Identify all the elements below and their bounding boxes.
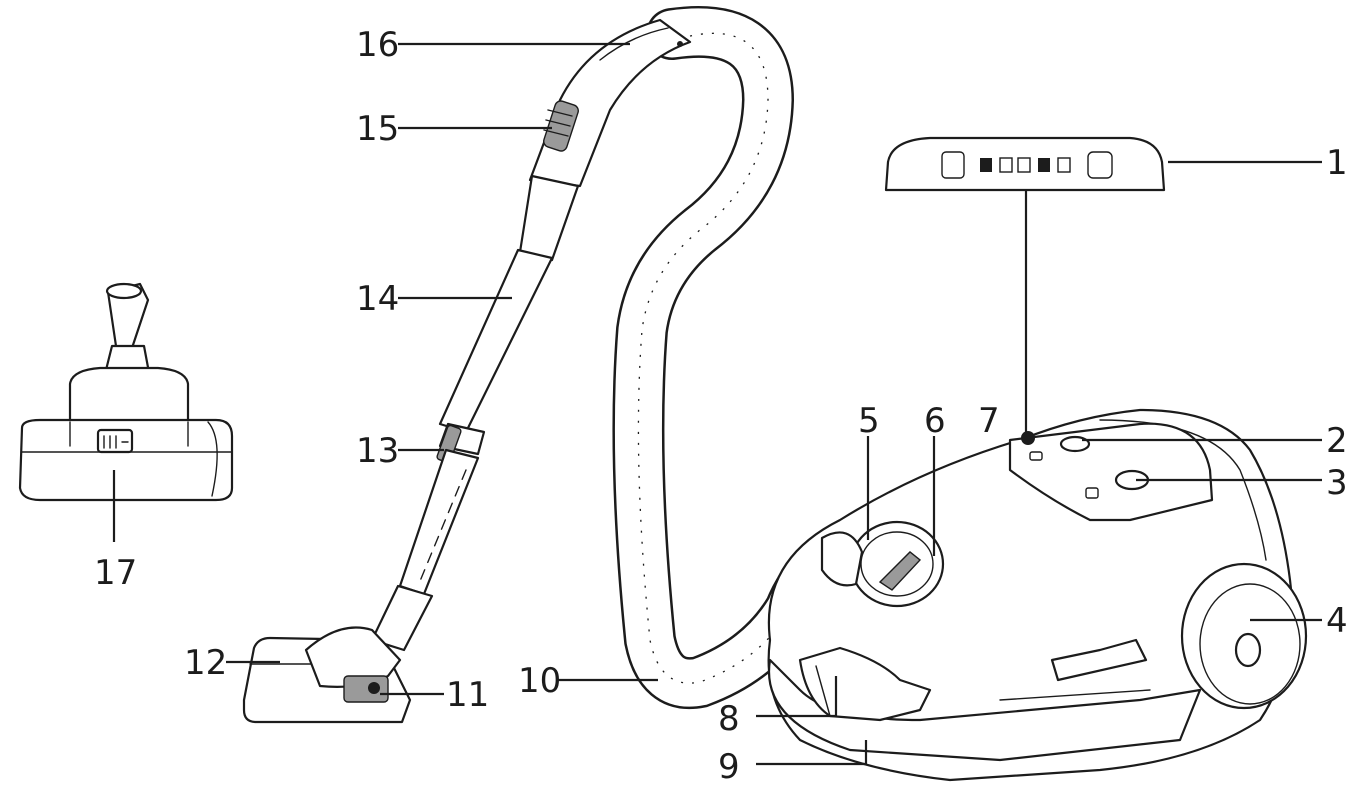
control-panel-detail (884, 136, 1166, 434)
callout-3: 3 (1326, 463, 1348, 503)
leader-lines (112, 42, 1322, 766)
callout-1: 1 (1326, 143, 1348, 183)
suction-regulator (543, 100, 579, 152)
callout-8: 8 (718, 699, 740, 739)
callout-5: 5 (858, 401, 880, 441)
callout-12: 12 (184, 643, 227, 683)
floor-nozzle (242, 626, 412, 724)
turbo-brush-accessory (18, 282, 234, 502)
callout-2: 2 (1326, 421, 1348, 461)
callout-10: 10 (518, 661, 561, 701)
callout-6: 6 (924, 401, 946, 441)
callout-4: 4 (1326, 601, 1348, 641)
callout-7: 7 (978, 401, 1000, 441)
callout-17: 17 (94, 553, 137, 593)
callout-16: 16 (356, 25, 399, 65)
callout-11: 11 (446, 675, 489, 715)
indicator-light (1021, 431, 1035, 445)
telescopic-tube (370, 174, 580, 652)
canister-body (767, 408, 1308, 782)
callout-13: 13 (356, 431, 399, 471)
hose-handle (528, 18, 692, 188)
callout-14: 14 (356, 279, 399, 319)
callout-15: 15 (356, 109, 399, 149)
callout-9: 9 (718, 747, 740, 787)
callout-numbers: 1 2 3 4 5 6 7 8 9 10 11 12 13 14 15 16 1… (94, 25, 1348, 787)
